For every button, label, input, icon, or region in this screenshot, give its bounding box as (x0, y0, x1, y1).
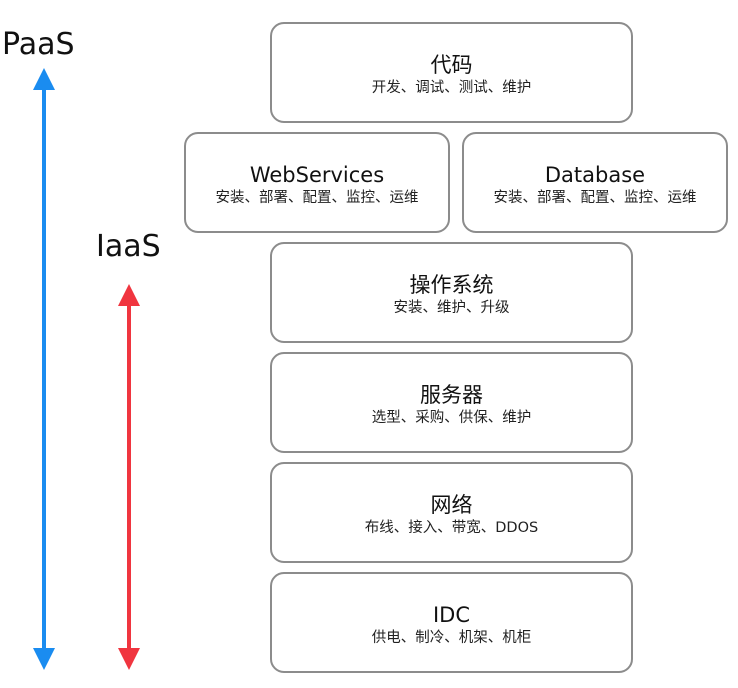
layer-network-subtitle: 布线、接入、带宽、DDOS (364, 520, 539, 536)
layer-os: 操作系统 安装、维护、升级 (270, 242, 633, 343)
layer-code-title: 代码 (430, 53, 473, 77)
paas-label: PaaS (2, 27, 75, 62)
layer-idc-subtitle: 供电、制冷、机架、机柜 (371, 630, 532, 646)
layer-code-subtitle: 开发、调试、测试、维护 (371, 80, 532, 96)
layer-server-title: 服务器 (420, 383, 483, 407)
layer-database: Database 安装、部署、配置、监控、运维 (462, 132, 728, 233)
layer-network-title: 网络 (430, 493, 473, 517)
layer-webservices: WebServices 安装、部署、配置、监控、运维 (184, 132, 450, 233)
iaas-label: IaaS (96, 229, 161, 264)
layer-database-title: Database (544, 163, 646, 187)
paas-range-arrow (33, 68, 55, 670)
layer-idc-title: IDC (432, 603, 471, 627)
layer-network: 网络 布线、接入、带宽、DDOS (270, 462, 633, 563)
layer-webservices-title: WebServices (249, 163, 385, 187)
layer-idc: IDC 供电、制冷、机架、机柜 (270, 572, 633, 673)
layer-server: 服务器 选型、采购、供保、维护 (270, 352, 633, 453)
layer-server-subtitle: 选型、采购、供保、维护 (371, 410, 532, 426)
layer-database-subtitle: 安装、部署、配置、监控、运维 (493, 190, 697, 206)
layer-os-title: 操作系统 (409, 273, 494, 297)
layer-webservices-subtitle: 安装、部署、配置、监控、运维 (215, 190, 419, 206)
layer-code: 代码 开发、调试、测试、维护 (270, 22, 633, 123)
layer-os-subtitle: 安装、维护、升级 (393, 300, 510, 316)
iaas-range-arrow (118, 284, 140, 670)
